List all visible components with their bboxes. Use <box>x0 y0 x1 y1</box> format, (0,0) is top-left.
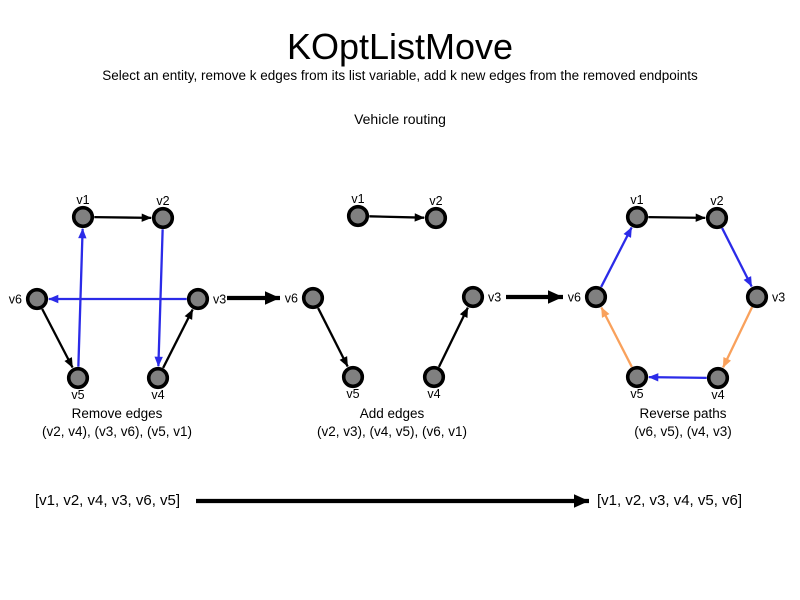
edge-reverse-paths-v1-v2 <box>648 213 706 222</box>
node-reverse-paths-v2 <box>705 206 729 230</box>
node-add-edges-v3 <box>461 285 485 309</box>
node-remove-edges-v5 <box>66 366 90 390</box>
node-add-edges-v5 <box>341 365 365 389</box>
node-label-remove-edges-v4: v4 <box>151 388 164 402</box>
node-reverse-paths-v3 <box>745 285 769 309</box>
node-reverse-paths-v4 <box>706 366 730 390</box>
node-label-reverse-paths-v6: v6 <box>568 291 581 305</box>
node-remove-edges-v6 <box>25 287 49 311</box>
node-add-edges-v4 <box>422 365 446 389</box>
node-reverse-paths-v6 <box>584 285 608 309</box>
caption-add-edges-list: (v2, v3), (v4, v5), (v6, v1) <box>316 424 468 439</box>
edge-reverse-paths-v2-v3 <box>721 227 753 287</box>
list-before: [v1, v2, v4, v3, v6, v5] <box>35 492 181 509</box>
node-label-add-edges-v2: v2 <box>429 194 442 208</box>
edge-reverse-paths-v6-v1 <box>600 226 633 288</box>
node-label-reverse-paths-v3: v3 <box>772 291 785 305</box>
edge-add-edges-v1-v2 <box>369 213 425 222</box>
node-add-edges-v2 <box>424 206 448 230</box>
node-label-add-edges-v3: v3 <box>488 291 501 305</box>
edge-remove-edges-v4-v3 <box>162 309 194 369</box>
edge-remove-edges-v1-v2 <box>94 213 152 222</box>
edge-remove-edges-v6-v5 <box>41 308 74 369</box>
node-reverse-paths-v1 <box>625 205 649 229</box>
nodes-layer <box>25 204 769 390</box>
node-label-add-edges-v4: v4 <box>427 387 440 401</box>
node-label-reverse-paths-v5: v5 <box>630 387 643 401</box>
page-subtitle: Select an entity, remove k edges from it… <box>102 68 698 83</box>
caption-add-edges: Add edges <box>359 406 425 421</box>
node-label-reverse-paths-v2: v2 <box>710 194 723 208</box>
edge-add-edges-v6-v5 <box>317 307 349 367</box>
edge-reverse-paths-v5-v6 <box>600 306 633 368</box>
node-label-remove-edges-v6: v6 <box>9 293 22 307</box>
node-label-reverse-paths-v1: v1 <box>630 193 643 207</box>
edge-reverse-paths-v4-v5 <box>648 373 707 382</box>
node-reverse-paths-v5 <box>625 365 649 389</box>
node-remove-edges-v1 <box>71 205 95 229</box>
node-label-reverse-paths-v4: v4 <box>711 388 724 402</box>
node-remove-edges-v2 <box>151 206 175 230</box>
node-add-edges-v6 <box>301 286 325 310</box>
edge-add-edges-v4-v3 <box>437 307 469 368</box>
caption-reverse-paths-list: (v6, v5), (v4, v3) <box>634 424 732 439</box>
node-label-remove-edges-v1: v1 <box>76 193 89 207</box>
node-labels-layer: v1 v2 v3 v4 v5 v6 v1 v2 v3 v4 v5 v6 v1 v2 v3 v4 v5 v6 <box>9 192 785 402</box>
caption-remove-edges: Remove edges <box>71 406 163 421</box>
node-label-remove-edges-v2: v2 <box>156 194 169 208</box>
edge-remove-edges-v2-v4 <box>154 229 164 367</box>
flow-arrows-layer <box>196 290 589 508</box>
edges-layer <box>41 213 754 382</box>
caption-reverse-paths: Reverse paths <box>639 406 727 421</box>
edge-reverse-paths-v3-v4 <box>722 306 754 368</box>
page-title: KOptListMove <box>286 26 514 67</box>
node-label-remove-edges-v5: v5 <box>71 388 84 402</box>
list-after: [v1, v2, v3, v4, v5, v6] <box>597 492 743 509</box>
node-add-edges-v1 <box>346 204 370 228</box>
edge-remove-edges-v5-v1 <box>77 228 87 367</box>
node-label-add-edges-v5: v5 <box>346 387 359 401</box>
node-label-add-edges-v6: v6 <box>285 292 298 306</box>
caption-remove-edges-list: (v2, v4), (v3, v6), (v5, v1) <box>41 424 193 439</box>
node-remove-edges-v3 <box>186 287 210 311</box>
context-label: Vehicle routing <box>354 111 446 127</box>
node-remove-edges-v4 <box>146 366 170 390</box>
node-label-remove-edges-v3: v3 <box>213 293 226 307</box>
node-label-add-edges-v1: v1 <box>351 192 364 206</box>
